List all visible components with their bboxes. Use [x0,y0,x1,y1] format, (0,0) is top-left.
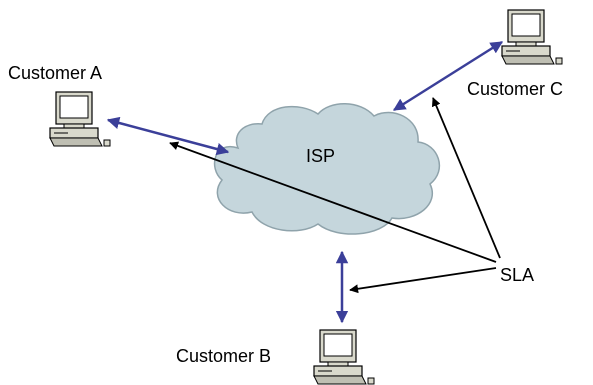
customer-b-computer-icon [313,329,375,385]
link-isp-customer-a [106,116,230,156]
customer-a-computer-icon [49,91,111,147]
isp-cloud-shape [213,103,441,235]
customer-c-label: Customer C [467,79,563,99]
customer-a-label: Customer A [8,63,102,83]
link-isp-customer-c [392,40,504,112]
sla-arrow-to-customer-c-link [431,97,501,259]
sla-arrow-to-customer-a-link [169,141,497,263]
sla-arrow-to-customer-b-link [349,267,497,294]
isp-label: ISP [306,146,335,166]
sla-label: SLA [500,265,534,285]
customer-c-computer-icon [501,9,563,65]
customer-b-label: Customer B [176,346,271,366]
